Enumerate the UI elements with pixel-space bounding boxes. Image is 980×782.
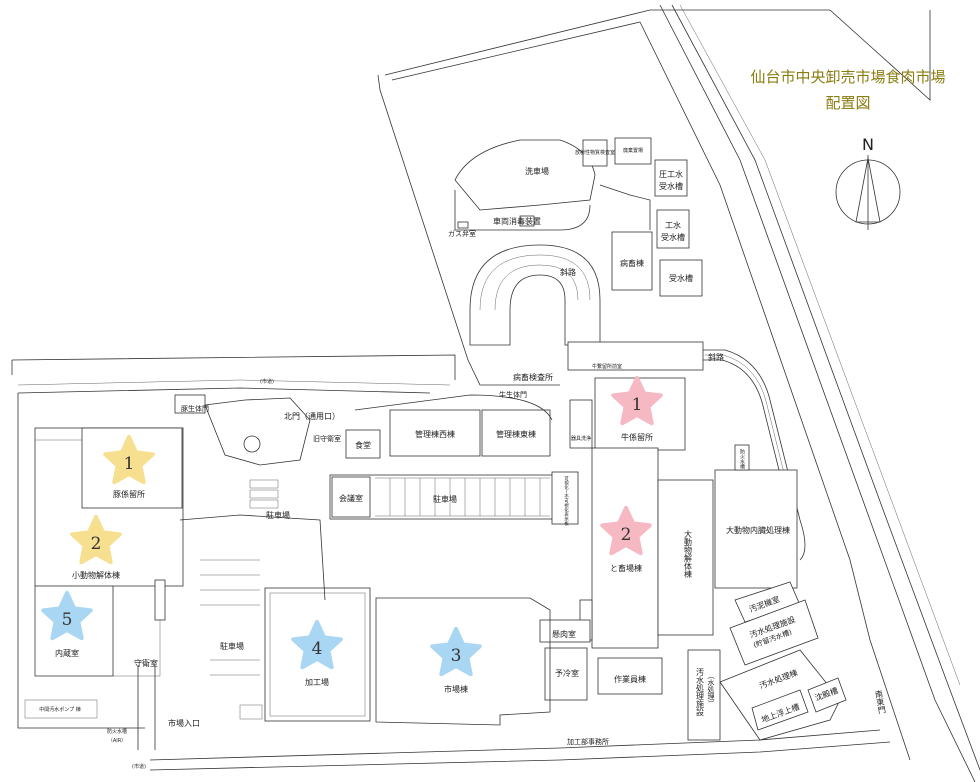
label-pre-cool: 予冷室	[555, 668, 579, 678]
star-shape	[70, 515, 122, 565]
star-shape	[430, 627, 482, 677]
star-shape	[611, 376, 663, 426]
star-marker: 4 加工場	[291, 620, 343, 687]
label-cafeteria: 食堂	[355, 440, 371, 450]
label-gas: ガス弁室	[448, 229, 476, 238]
label-guard-room: 守衛室	[134, 658, 158, 668]
label-receive-tank: 受水槽	[669, 273, 693, 283]
label-large-dismantle: 大動物解体棟	[684, 529, 693, 579]
north-label: N	[862, 135, 874, 154]
north-area	[454, 137, 703, 346]
label-admin-west: 管理棟西棟	[415, 429, 455, 439]
central-buildings	[239, 341, 798, 741]
star-shape	[600, 506, 652, 556]
site-boundary	[11, 4, 980, 782]
label-work-bldg: 作業員棟	[614, 674, 646, 684]
star-label: 加工場	[305, 677, 329, 687]
star-marker: 5 内蔵室	[41, 591, 93, 658]
label-processing-office: 加工部事務所	[567, 737, 609, 746]
label-fire2: （AIR）	[108, 738, 126, 744]
label-water-facility-sub: （水処理）	[707, 672, 715, 707]
star-number: 1	[124, 454, 135, 474]
label-inspection: 病畜検査所	[513, 372, 553, 382]
label-meeting: 会議室	[339, 493, 363, 503]
star-shape	[41, 591, 93, 641]
label-water-tank2: 受水槽	[661, 232, 685, 242]
label-fire: 防火水槽	[107, 728, 127, 735]
star-marker: 2 小動物解体棟	[70, 515, 122, 580]
label-small-room: 器具洗浄	[571, 435, 591, 442]
label-radioactive: 放射性物質検査室	[575, 149, 615, 156]
label-road-top: (市道)	[260, 378, 274, 385]
star-label: 市場棟	[444, 684, 468, 694]
label-disinfect: 車両消毒装置	[493, 216, 541, 226]
star-marker: 2 と畜場棟	[600, 506, 652, 573]
star-marker: 1 豚係留所	[103, 435, 155, 499]
label-fire-side: 防火水槽	[739, 448, 745, 470]
label-parking1: 駐車場	[266, 510, 290, 520]
star-label: 小動物解体棟	[72, 570, 120, 580]
label-cold-room: 懸肉室	[552, 629, 576, 639]
label-pump: 中間汚水ポンプ 棟	[39, 706, 80, 713]
label-parking3: 駐車場	[220, 641, 244, 651]
label-pig-gate: 豚生体門	[181, 404, 209, 413]
star-label: と畜場棟	[610, 563, 642, 573]
map-title-line1: 仙台市中央卸売市場食肉市場	[750, 68, 945, 86]
star-number: 2	[91, 534, 102, 554]
label-washing: 洗車場	[525, 166, 549, 176]
map-title-line2: 配置図	[825, 94, 870, 112]
label-parking-main: 駐車場	[433, 494, 457, 504]
label-slope1: 斜路	[560, 267, 576, 277]
star-shape	[103, 435, 155, 485]
north-compass: N	[835, 135, 901, 230]
star-number: 2	[621, 525, 632, 545]
label-large-animal: 大動物内臓処理棟	[726, 525, 790, 535]
label-pressure-tank: 圧工水	[659, 169, 683, 179]
star-shape	[291, 620, 343, 670]
label-water-facility: 汚水処理施設	[696, 667, 705, 717]
star-label: 豚係留所	[113, 489, 145, 499]
label-market-entrance: 市場入口	[168, 718, 200, 728]
label-road-bottom: (市道)	[132, 763, 146, 770]
star-number: 1	[632, 395, 643, 415]
star-label: 牛係留所	[621, 432, 653, 442]
star-marker: 1 牛係留所	[611, 376, 663, 442]
sewage-buildings	[719, 581, 847, 741]
star-marker: 3 市場棟	[430, 627, 482, 694]
star-number: 5	[62, 610, 73, 630]
star-number: 3	[451, 646, 462, 666]
label-slope2: 斜路	[708, 352, 724, 362]
label-south-east-gate: 南東門	[874, 688, 887, 715]
label-old-guard: 旧守衛室	[313, 434, 341, 443]
label-sick-bldg: 病畜棟	[620, 258, 644, 268]
label-cattle-gate: 牛生体門	[499, 390, 527, 399]
label-north-gate: 北門（通用口）	[284, 411, 340, 421]
label-water-tank: 工水	[665, 220, 681, 230]
label-admin-east: 管理棟東棟	[496, 429, 536, 439]
label-storage-small: 廃棄置場	[623, 147, 643, 154]
label-vertical-sign: 可視化ー不可視化表示板	[564, 476, 569, 527]
star-label: 内蔵室	[55, 648, 79, 658]
label-cattle-office: 牛繋留所前室	[592, 363, 622, 370]
star-markers: 1 豚係留所 2 小動物解体棟 5 内蔵室 1 牛係留所 2 と畜場棟 4 加工場 3 市場棟	[41, 376, 663, 694]
label-pressure-tank2: 受水槽	[659, 181, 683, 191]
star-number: 4	[312, 639, 323, 659]
